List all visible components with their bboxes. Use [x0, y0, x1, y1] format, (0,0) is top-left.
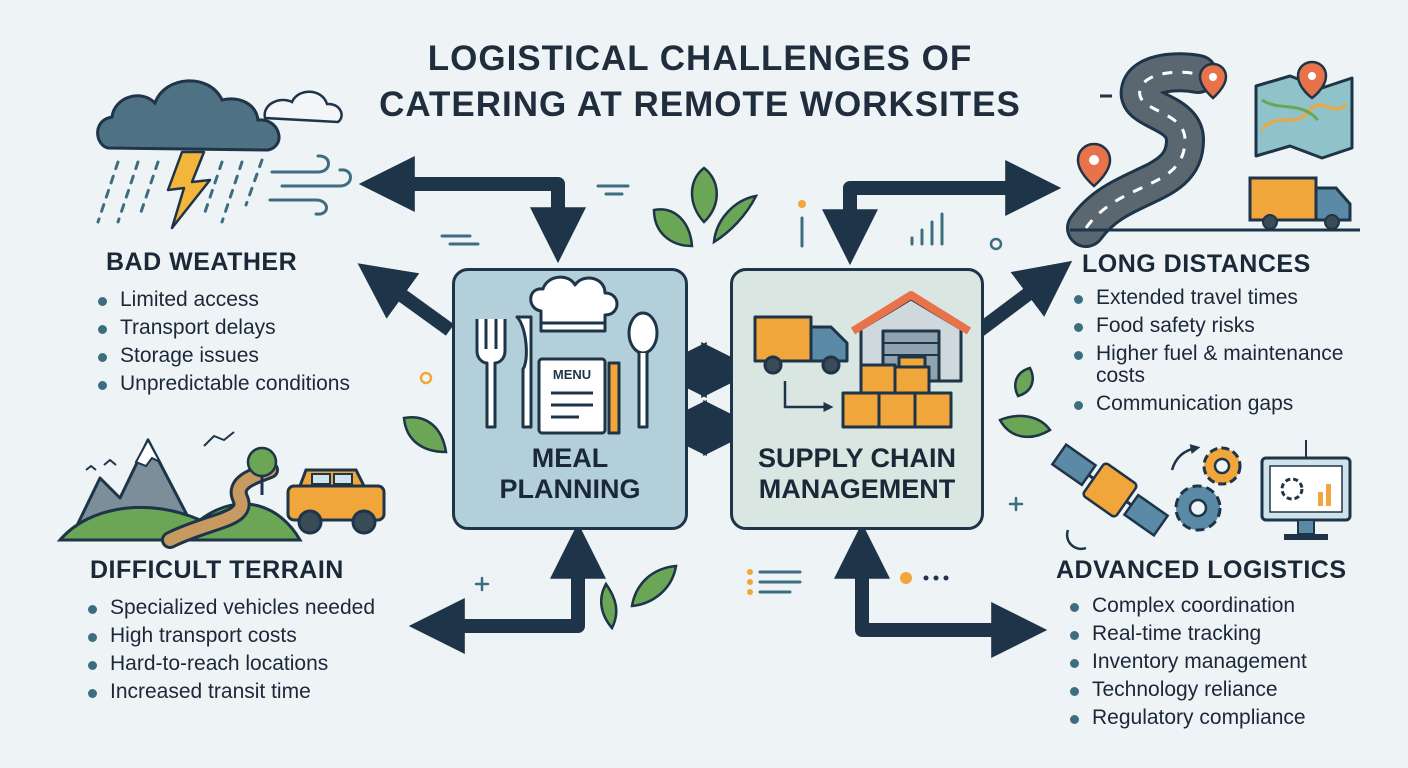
- advanced-logistics-heading: ADVANCED LOGISTICS: [1056, 556, 1347, 584]
- page-title: LOGISTICAL CHALLENGES OF CATERING AT REM…: [300, 36, 1100, 128]
- list-item: Inventory management: [1068, 648, 1307, 676]
- meal-planning-line-1: MEAL: [531, 443, 609, 473]
- long-distances-list: Extended travel times Food safety risks …: [1072, 284, 1343, 418]
- list-item: Limited access: [96, 286, 350, 314]
- list-item: Hard-to-reach locations: [86, 650, 375, 678]
- meal-planning-line-2: PLANNING: [499, 474, 641, 504]
- list-item: Real-time tracking: [1068, 620, 1307, 648]
- list-item: Specialized vehicles needed: [86, 594, 375, 622]
- advanced-logistics-list: Complex coordination Real-time tracking …: [1068, 592, 1307, 732]
- difficult-terrain-list: Specialized vehicles needed High transpo…: [86, 594, 375, 706]
- list-item: High transport costs: [86, 622, 375, 650]
- small-ornaments: [419, 184, 1024, 595]
- list-item: Extended travel times: [1072, 284, 1343, 312]
- satellite-gears-monitor-icon: [1050, 440, 1352, 551]
- supply-chain-line-2: MANAGEMENT: [758, 474, 956, 504]
- connector-arrows: [357, 156, 1073, 658]
- leaf-decorations: [402, 166, 1052, 631]
- list-item: Transport delays: [96, 314, 350, 342]
- list-item: Technology reliance: [1068, 676, 1307, 704]
- list-item: Regulatory compliance: [1068, 704, 1307, 732]
- chef-hat-cutlery-menu-icon: [475, 275, 659, 435]
- list-item: Complex coordination: [1068, 592, 1307, 620]
- storm-cloud-icon: [96, 79, 352, 230]
- supply-chain-hub[interactable]: SUPPLY CHAIN MANAGEMENT: [730, 268, 984, 530]
- list-item: Higher fuel & maintenance: [1072, 340, 1343, 368]
- bad-weather-list: Limited access Transport delays Storage …: [96, 286, 350, 398]
- list-item-continuation: costs: [1096, 364, 1146, 387]
- menu-label: MENU: [552, 367, 592, 382]
- title-line-1: LOGISTICAL CHALLENGES OF: [427, 39, 973, 78]
- truck-warehouse-boxes-icon: [753, 291, 972, 429]
- long-distances-heading: LONG DISTANCES: [1082, 250, 1311, 278]
- mountain-road-jeep-icon: [56, 431, 386, 549]
- supply-chain-label: SUPPLY CHAIN MANAGEMENT: [733, 443, 981, 505]
- list-item: Increased transit time: [86, 678, 375, 706]
- winding-road-map-truck-icon: [1066, 52, 1360, 248]
- list-item: Storage issues: [96, 342, 350, 370]
- meal-planning-label: MEAL PLANNING: [455, 443, 685, 505]
- meal-planning-hub[interactable]: MENU MEAL PLANNING: [452, 268, 688, 530]
- list-item: Unpredictable conditions: [96, 370, 350, 398]
- title-line-2: CATERING AT REMOTE WORKSITES: [379, 85, 1021, 124]
- difficult-terrain-heading: DIFFICULT TERRAIN: [90, 556, 344, 584]
- bad-weather-heading: BAD WEATHER: [106, 248, 298, 276]
- supply-chain-line-1: SUPPLY CHAIN: [757, 443, 957, 473]
- list-item: Food safety risks: [1072, 312, 1343, 340]
- list-item: Communication gaps: [1072, 390, 1343, 418]
